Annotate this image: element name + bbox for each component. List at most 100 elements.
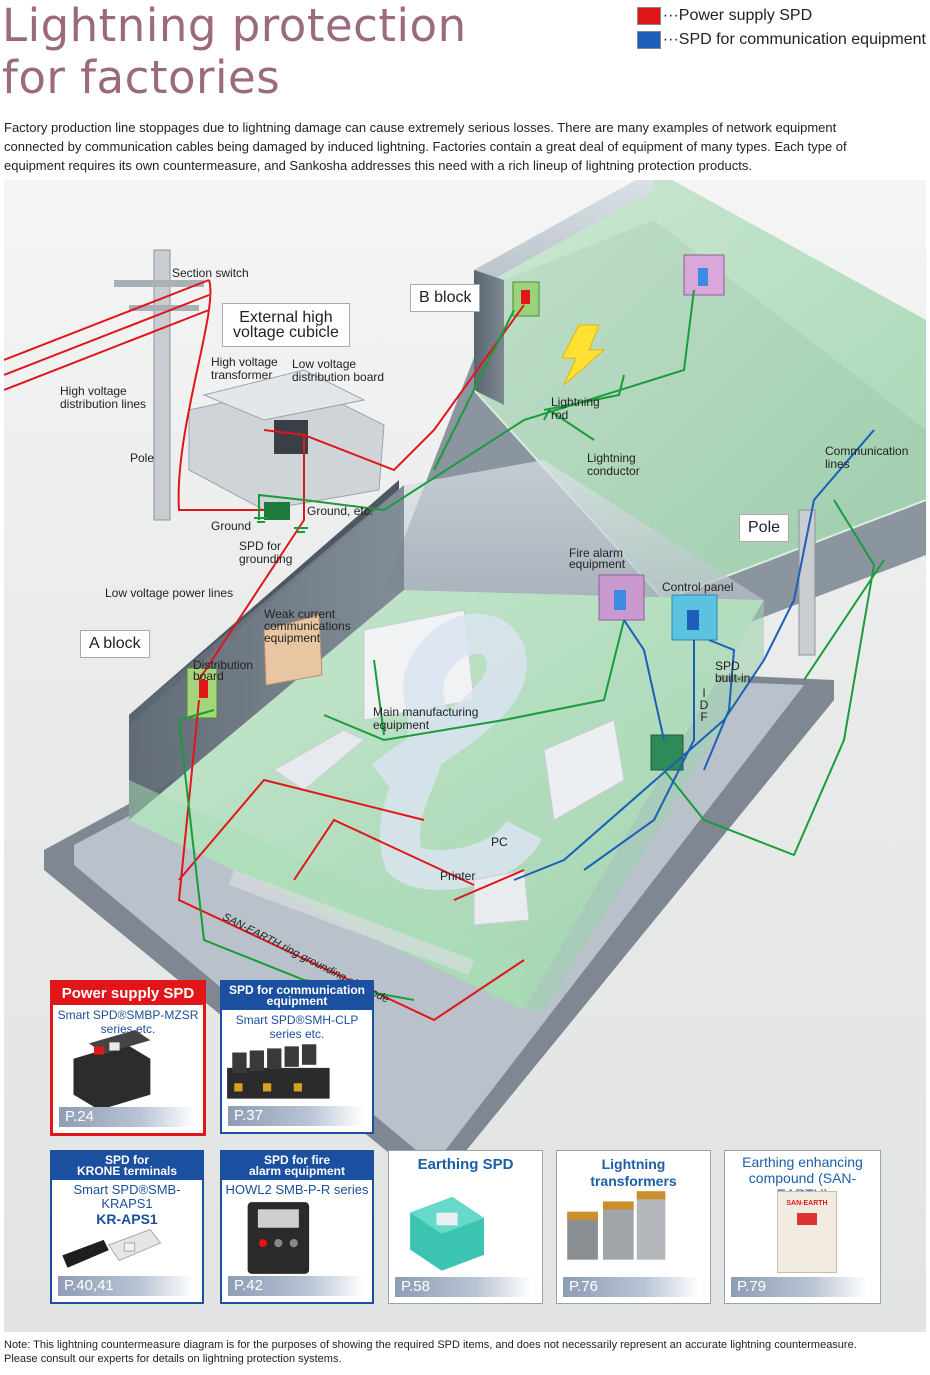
product-card-fire-spd[interactable]: SPD for fire alarm equipment HOWL2 SMB-P… <box>220 1150 374 1304</box>
legend-item-comm: ···SPD for communication equipment <box>636 28 926 52</box>
product-head-fire-spd: SPD for fire alarm equipment <box>222 1152 372 1180</box>
fire-spd-image <box>247 1202 310 1274</box>
pole-right-structure <box>798 509 816 656</box>
label-distribution-board-1: Distribution <box>193 658 254 672</box>
label-external-cubicle-2: voltage cubicle <box>233 324 339 341</box>
legend-item-power: ···Power supply SPD <box>636 4 926 28</box>
product-sub-krone-spd-2: KR-APS1 <box>96 1211 158 1227</box>
intro-text: Factory production line stoppages due to… <box>4 120 847 173</box>
communication-lines <box>513 429 875 881</box>
grounding-spd-box <box>264 502 290 520</box>
label-printer: Printer <box>440 869 476 883</box>
product-page-power-spd[interactable]: P.24 <box>59 1107 195 1127</box>
product-card-earthing-spd[interactable]: Earthing SPD P.58 <box>388 1150 543 1304</box>
factory-diagram: Section switch External high voltage cub… <box>4 180 926 1332</box>
power-supply-lines <box>4 279 525 1022</box>
label-section-switch: Section switch <box>172 266 249 280</box>
label-distribution-board-2: board <box>193 669 224 683</box>
product-head-comm-spd: SPD for communication equipment <box>222 982 372 1010</box>
label-lightning-rod: Lightning rod <box>551 396 600 422</box>
label-a-block: A block <box>80 630 150 658</box>
product-head-krone-spd: SPD for KRONE terminals <box>52 1152 202 1180</box>
product-head-krone-spd-2: KRONE terminals <box>76 1164 178 1178</box>
legend-swatch-blue <box>636 31 661 49</box>
san-earth-logo-icon <box>797 1213 817 1225</box>
label-pole-left: Pole <box>130 451 155 465</box>
label-ground-etc: Ground, etc. <box>307 504 374 518</box>
label-distribution-board: Distribution board <box>193 658 254 683</box>
power-spd-image <box>73 1030 151 1110</box>
label-lv-board: Low voltage distribution board <box>292 358 384 384</box>
krone-spd-image <box>62 1228 162 1268</box>
label-main-equipment: Main manufacturing equipment <box>373 706 478 732</box>
main-manufacturing-equipment <box>263 609 625 926</box>
label-hv-lines-1: High voltage <box>60 384 127 398</box>
footnote-line-2: Please consult our experts for details o… <box>4 1353 342 1365</box>
label-hv-lines: High voltage distribution lines <box>60 385 146 411</box>
comm-spd-image <box>227 1044 330 1099</box>
label-spd-builtin-2: built-in <box>715 671 751 685</box>
product-page-fire-spd[interactable]: P.42 <box>228 1276 364 1296</box>
product-card-lightning-transformers[interactable]: Lightning transformers P.76 <box>556 1150 711 1304</box>
label-hv-lines-2: distribution lines <box>60 397 147 411</box>
pole-left-structure <box>114 249 204 521</box>
title-line-1: Lightning protection <box>2 0 467 52</box>
label-lv-board-2: distribution board <box>292 370 385 384</box>
product-card-comm-spd[interactable]: SPD for communication equipment Smart SP… <box>220 980 374 1134</box>
idf-box <box>650 734 684 771</box>
product-head-fire-spd-1: SPD for fire <box>263 1153 330 1167</box>
label-external-cubicle-1: External high <box>239 309 333 326</box>
product-card-krone-spd[interactable]: SPD for KRONE terminals Smart SPD®SMB-KR… <box>50 1150 204 1304</box>
product-page-comm-spd[interactable]: P.37 <box>228 1106 364 1126</box>
label-fire-alarm: Fire alarm equipment <box>569 547 625 570</box>
transformers-image <box>567 1191 666 1260</box>
label-lightning-rod-1: Lightning <box>551 395 600 409</box>
external-cubicle <box>188 369 385 520</box>
label-hv-transformer-2: transformer <box>211 368 273 382</box>
product-page-earthing-spd[interactable]: P.58 <box>395 1277 531 1297</box>
label-external-cubicle: External high voltage cubicle <box>222 303 350 347</box>
label-lightning-conductor: Lightning conductor <box>587 452 640 478</box>
product-sub-power-spd: Smart SPD®SMBP-MZSR series etc. <box>57 1008 199 1036</box>
legend-label-comm: ···SPD for communication equipment <box>662 31 926 48</box>
product-head-comm-spd-2: equipment <box>266 994 328 1008</box>
label-ground: Ground <box>211 519 252 533</box>
legend-label-power: ···Power supply SPD <box>662 7 813 24</box>
product-head-lightning-transformers: Lightning transformers <box>590 1156 677 1189</box>
label-weak-current: Weak current communications equipment <box>264 608 351 644</box>
earthing-spd-image <box>410 1196 484 1271</box>
product-page-lightning-transformers[interactable]: P.76 <box>563 1277 699 1297</box>
legend-swatch-red <box>636 7 661 25</box>
page-title: Lightning protection for factories <box>2 0 467 104</box>
product-page-krone-spd[interactable]: P.40,41 <box>58 1276 194 1296</box>
product-card-power-spd[interactable]: Power supply SPD Smart SPD®SMBP-MZSR ser… <box>50 980 206 1136</box>
product-head-san-earth-1: Earthing enhancing <box>742 1154 863 1170</box>
product-head-fire-spd-2: alarm equipment <box>248 1164 346 1178</box>
footnote-line-1: Note: This lightning countermeasure diag… <box>4 1339 857 1351</box>
label-idf: I D F <box>699 686 709 724</box>
product-card-san-earth[interactable]: Earthing enhancing compound (SAN-EARTH) … <box>724 1150 881 1304</box>
label-pc: PC <box>491 835 508 849</box>
product-head-power-spd: Power supply SPD <box>53 983 203 1005</box>
factory-illustration <box>4 180 926 1190</box>
label-comm-lines: Communication lines <box>825 445 908 471</box>
label-hv-transformer: High voltage transformer <box>211 356 278 382</box>
san-earth-bag-image: SAN-EARTH <box>777 1191 837 1273</box>
label-main-equipment-1: Main manufacturing <box>373 705 479 719</box>
label-spd-grounding-2: grounding <box>239 552 293 566</box>
footnote: Note: This lightning countermeasure diag… <box>4 1338 928 1366</box>
legend: ···Power supply SPD ···SPD for communica… <box>636 4 926 52</box>
label-pole-right: Pole <box>739 514 790 542</box>
label-lightning-rod-2: rod <box>551 408 569 422</box>
label-weak-current-3: equipment <box>264 631 321 645</box>
product-page-san-earth[interactable]: P.79 <box>731 1277 867 1297</box>
label-main-equipment-2: equipment <box>373 718 430 732</box>
label-lightning-conductor-2: conductor <box>587 464 640 478</box>
label-b-block: B block <box>410 284 481 312</box>
label-comm-lines-2: lines <box>825 457 850 471</box>
product-sub-krone-spd-1: Smart SPD®SMB-KRAPS1 <box>73 1182 181 1211</box>
label-control-panel: Control panel <box>662 580 734 594</box>
label-spd-grounding-1: SPD for <box>239 539 282 553</box>
label-lv-power-lines: Low voltage power lines <box>105 586 234 600</box>
product-head-comm-spd-1: SPD for communication <box>228 983 365 997</box>
